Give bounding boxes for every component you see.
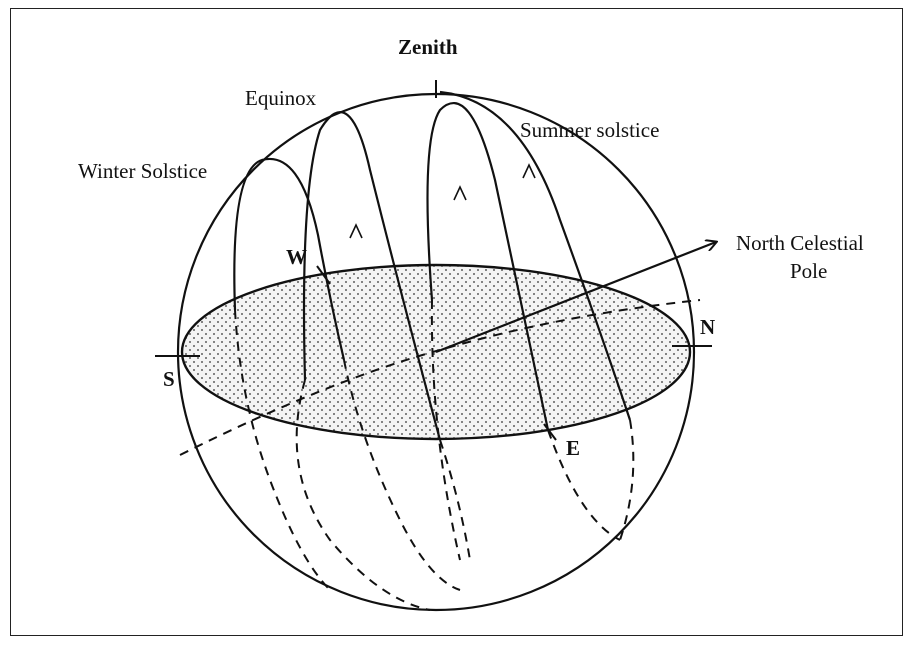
arrow-outer [522, 163, 536, 179]
label-north-celestial-pole: North Celestial [736, 231, 864, 255]
winter-solstice-path-visible [233, 157, 346, 361]
polar-axis [435, 242, 716, 354]
label-pole: Pole [790, 259, 827, 283]
arrow-equinox [349, 223, 363, 239]
label-west: W [286, 245, 307, 269]
east-tick [543, 423, 557, 441]
equinox-path-hidden [295, 379, 471, 611]
winter-solstice-path-hidden [234, 309, 461, 591]
arrow-summer [453, 185, 467, 201]
label-north: N [700, 315, 715, 339]
summer-solstice-path-hidden [430, 299, 621, 561]
west-tick [316, 265, 331, 285]
label-south: S [163, 367, 175, 391]
label-winter-solstice: Winter Solstice [78, 159, 207, 183]
label-east: E [566, 436, 580, 460]
label-zenith: Zenith [398, 35, 458, 59]
label-summer-solstice: Summer solstice [520, 118, 659, 142]
equinox-path-visible [302, 111, 442, 441]
label-equinox: Equinox [245, 86, 317, 110]
summer-outer-arc-visible [439, 90, 632, 421]
summer-solstice-path-visible [426, 102, 550, 431]
